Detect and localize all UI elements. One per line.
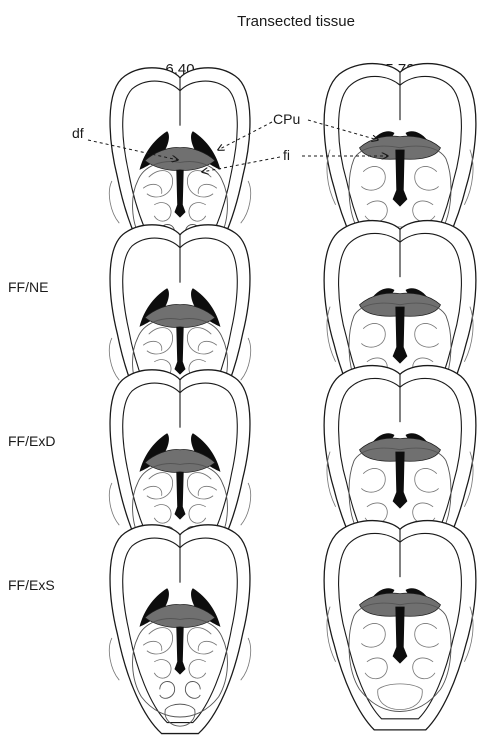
- section-6-40-ff-exs: [109, 525, 250, 734]
- row-label-ff-exs: FF/ExS: [8, 577, 55, 593]
- label-df: df: [72, 125, 84, 141]
- row-label-ff-ne: FF/NE: [8, 279, 48, 295]
- label-fi: fi: [283, 147, 290, 163]
- row-label-ff-exd: FF/ExD: [8, 433, 55, 449]
- figure-title: Transected tissue: [237, 13, 355, 30]
- section-5-72-ff-exs: [324, 521, 476, 730]
- label-cpu: CPu: [273, 111, 300, 127]
